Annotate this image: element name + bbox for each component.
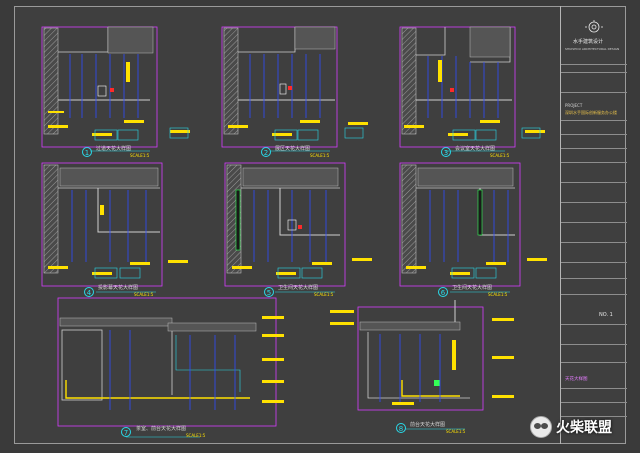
drawing-title: 天花大样图 xyxy=(565,377,588,382)
detail-number-1: 1 xyxy=(82,147,92,157)
detail-caption-1: 过道天花大样图 xyxy=(96,146,132,152)
detail-caption-8: 前台天花大样图 xyxy=(410,422,446,428)
detail-scale-7: SCALE1:5 xyxy=(186,433,206,438)
detail-number-6: 6 xyxy=(438,287,448,297)
project-label: PROJECT xyxy=(565,103,583,108)
detail-2 xyxy=(221,26,368,152)
detail-number-8: 8 xyxy=(396,423,406,433)
detail-number-7: 7 xyxy=(121,427,131,437)
detail-number-5: 5 xyxy=(264,287,274,297)
detail-caption-7: 茶室、前台天花大样图 xyxy=(136,426,187,432)
detail-7 xyxy=(57,297,284,438)
detail-scale-1: SCALE1:5 xyxy=(130,153,150,158)
detail-scale-6: SCALE1:5 xyxy=(488,292,508,297)
detail-1 xyxy=(41,26,190,152)
detail-caption-6: 卫生间天花大样图 xyxy=(452,285,493,291)
company-logo-icon xyxy=(585,20,603,33)
detail-3 xyxy=(399,26,545,152)
detail-scale-2: SCALE1:5 xyxy=(310,153,330,158)
detail-scale-8: SCALE1:5 xyxy=(446,429,466,434)
detail-scale-4: SCALE1:5 xyxy=(134,292,154,297)
watermark-text: 火柴联盟 xyxy=(556,420,612,436)
detail-5 xyxy=(224,162,372,293)
detail-caption-4: 投影幕天花大样图 xyxy=(98,285,139,291)
company-name: 水手建筑设计 xyxy=(573,39,604,45)
detail-number-3: 3 xyxy=(441,147,451,157)
watermark: 火柴联盟 xyxy=(530,416,612,438)
detail-caption-3: 会议室天花大样图 xyxy=(455,146,496,152)
wechat-icon xyxy=(530,416,552,438)
detail-number-2: 2 xyxy=(261,147,271,157)
detail-8 xyxy=(330,300,514,430)
company-subtitle: SHUISHOU ARCHITECTURAL DESIGN xyxy=(565,47,620,51)
project-name: 深圳水手国际创新服务办公楼 xyxy=(565,110,617,115)
sheet-number: NO. 1 xyxy=(599,312,613,318)
detail-scale-3: SCALE1:5 xyxy=(490,153,510,158)
title-block: 水手建筑设计 SHUISHOU ARCHITECTURAL DESIGN PRO… xyxy=(560,6,627,444)
detail-scale-5: SCALE1:5 xyxy=(314,292,334,297)
detail-caption-2: 展区天花大样图 xyxy=(275,146,311,152)
detail-caption-5: 卫生间天花大样图 xyxy=(278,285,319,291)
detail-4 xyxy=(41,162,188,293)
detail-6 xyxy=(399,162,547,293)
detail-number-4: 4 xyxy=(84,287,94,297)
